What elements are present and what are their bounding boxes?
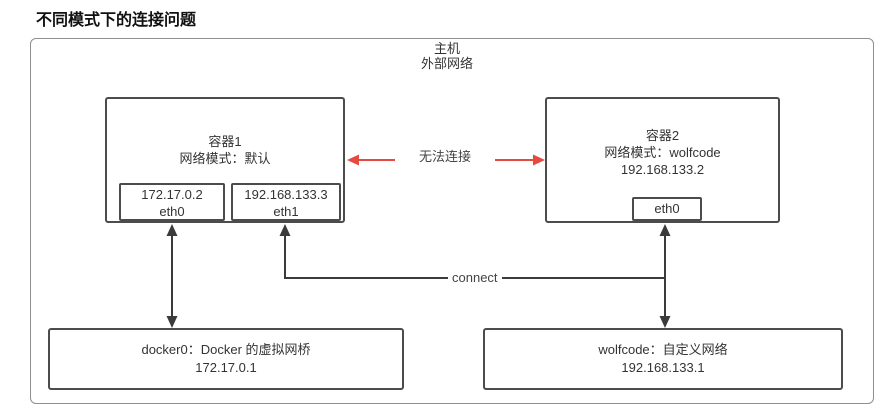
docker0-ip: 172.17.0.1 <box>195 360 257 375</box>
wolfcode-label: wolfcode：自定义网络 <box>598 342 728 357</box>
page-title: 不同模式下的连接问题 <box>36 12 197 29</box>
container1-eth1-name: eth1 <box>273 204 299 219</box>
container2-name: 容器2 <box>645 128 680 143</box>
container1-mode: 网络模式：默认 <box>179 151 271 166</box>
wolfcode-network-box: wolfcode：自定义网络 192.168.133.1 <box>483 328 843 390</box>
no-connect-label: 无法连接 <box>395 146 495 165</box>
container1-name: 容器1 <box>208 134 242 149</box>
container1-title: 容器1 网络模式：默认 <box>107 133 343 167</box>
container2-box: 容器2 网络模式：wolfcode 192.168.133.2 eth0 <box>545 97 780 223</box>
wolfcode-ip: 192.168.133.1 <box>621 360 705 375</box>
container2-title: 容器2 网络模式：wolfcode 192.168.133.2 <box>547 127 778 178</box>
container1-eth1-ip: 192.168.133.3 <box>244 187 328 202</box>
container1-eth1-box: 192.168.133.3 eth1 <box>231 183 341 221</box>
host-label-line2: 外部网络 <box>420 56 473 71</box>
container1-eth0-ip: 172.17.0.2 <box>141 187 203 202</box>
docker0-network-box: docker0：Docker 的虚拟网桥 172.17.0.1 <box>48 328 404 390</box>
container1-box: 容器1 网络模式：默认 172.17.0.2 eth0 192.168.133.… <box>105 97 345 223</box>
host-label: 主机 外部网络 <box>347 41 547 71</box>
host-label-line1: 主机 <box>433 41 460 56</box>
docker0-label: docker0：Docker 的虚拟网桥 <box>141 342 311 357</box>
container1-eth0-name: eth0 <box>159 204 185 219</box>
container2-ip: 192.168.133.2 <box>620 162 705 177</box>
container2-mode: 网络模式：wolfcode <box>604 145 721 160</box>
container2-eth0-box: eth0 <box>632 197 702 221</box>
container1-eth0-box: 172.17.0.2 eth0 <box>119 183 225 221</box>
connect-label: connect <box>448 270 502 285</box>
